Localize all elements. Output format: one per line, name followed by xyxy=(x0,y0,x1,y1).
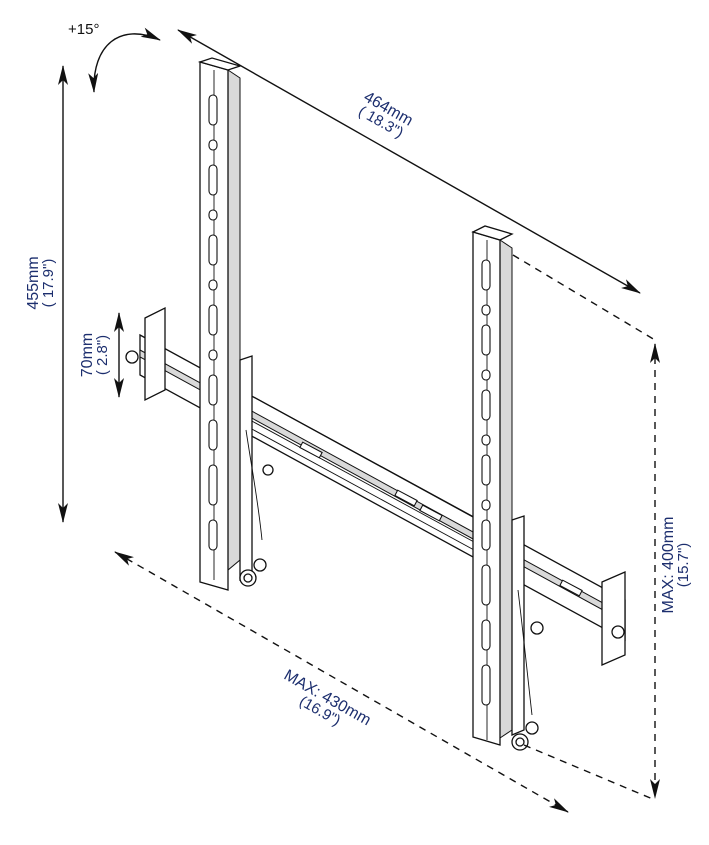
adjust-sublabel: ( 2.8") xyxy=(94,335,111,375)
adjust-dimension: 70mm ( 2.8") xyxy=(79,312,124,398)
height-dimension: 455mm ( 17.9") xyxy=(25,65,68,523)
right-vertical-bracket xyxy=(471,225,544,751)
right-bracket-slots xyxy=(481,259,491,706)
height-sublabel: ( 17.9") xyxy=(40,259,57,308)
max-vertical-label: MAX: 400mm xyxy=(660,517,677,614)
max-vertical-dimension: MAX: 400mm (15.7") xyxy=(650,343,692,799)
height-label: 455mm xyxy=(25,256,42,309)
dashed-guides xyxy=(512,254,656,801)
width-dimension: 464mm ( 18.3") xyxy=(177,29,641,294)
tilt-indicator: +15° xyxy=(68,21,161,93)
max-vertical-sublabel: (15.7") xyxy=(675,543,692,588)
left-vertical-bracket xyxy=(197,57,274,591)
adjust-label: 70mm xyxy=(79,333,96,377)
tilt-label: +15° xyxy=(68,21,99,38)
